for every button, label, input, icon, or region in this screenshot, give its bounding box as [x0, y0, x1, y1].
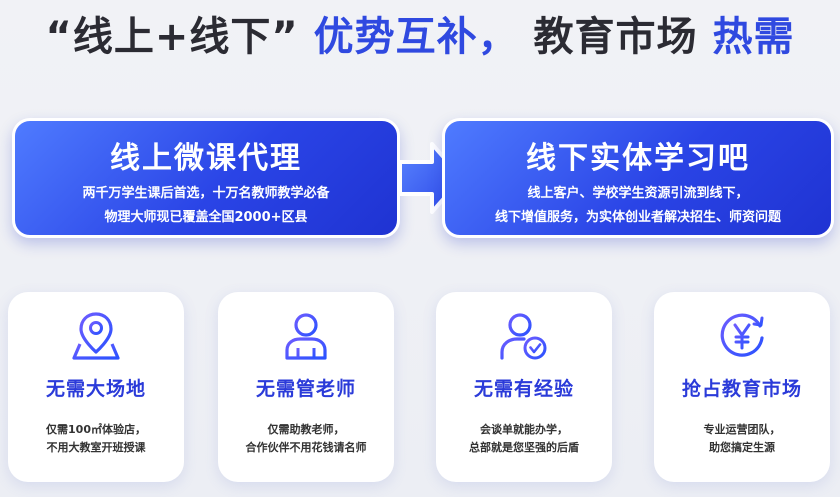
headline-part-advantages: 优势互补， — [313, 14, 519, 60]
card-desc-line-2: 助您搞定生源 — [709, 441, 775, 454]
card-description: 仅需助教老师， 合作伙伴不用花钱请名师 — [218, 421, 394, 457]
headline-part-market: 教育市场 — [533, 14, 698, 60]
person-check-icon — [500, 313, 547, 360]
card-title: 无需有经验 — [473, 378, 574, 400]
online-panel: 线上微课代理 两千万学生课后首选，十万名教师教学必备 物理大师现已覆盖全国200… — [12, 118, 400, 238]
card-description: 仅需100㎡体验店， 不用大教室开班授课 — [8, 421, 184, 457]
offline-panel-title: 线下实体学习吧 — [526, 141, 750, 176]
card-description: 专业运营团队， 助您搞定生源 — [654, 421, 830, 457]
online-panel-title: 线上微课代理 — [110, 141, 302, 176]
card-title: 抢占教育市场 — [681, 378, 802, 400]
card-no-experience: 无需有经验 会谈单就能办学， 总部就是您坚强的后盾 — [436, 292, 612, 482]
card-desc-line-1: 专业运营团队， — [703, 423, 781, 436]
card-desc-line-1: 会谈单就能办学， — [480, 423, 568, 436]
yuan-cycle-icon — [720, 313, 764, 357]
location-pin-icon — [72, 312, 120, 360]
headline-part-online-offline: “线上+线下” — [45, 14, 299, 60]
card-no-venue: 无需大场地 仅需100㎡体验店， 不用大教室开班授课 — [8, 292, 184, 482]
card-desc-line-1: 仅需助教老师， — [267, 423, 345, 436]
card-title: 无需管老师 — [255, 378, 356, 400]
card-seize-market: 抢占教育市场 专业运营团队， 助您搞定生源 — [654, 292, 830, 482]
teacher-person-icon — [285, 313, 327, 360]
card-title: 无需大场地 — [45, 378, 146, 400]
offline-panel: 线下实体学习吧 线上客户、学校学生资源引流到线下， 线下增值服务，为实体创业者解… — [442, 118, 834, 238]
offline-panel-line-2: 线下增值服务，为实体创业者解决招生、师资问题 — [494, 210, 781, 225]
offline-panel-line-1: 线上客户、学校学生资源引流到线下， — [527, 186, 749, 201]
online-panel-line-1: 两千万学生课后首选，十万名教师教学必备 — [82, 186, 330, 201]
card-desc-line-2: 合作伙伴不用花钱请名师 — [245, 441, 367, 454]
online-panel-line-2: 物理大师现已覆盖全国2000+区县 — [104, 210, 308, 225]
card-description: 会谈单就能办学， 总部就是您坚强的后盾 — [436, 421, 612, 457]
card-no-teacher-management: 无需管老师 仅需助教老师， 合作伙伴不用花钱请名师 — [218, 292, 394, 482]
card-desc-line-2: 总部就是您坚强的后盾 — [469, 441, 579, 454]
card-desc-line-2: 不用大教室开班授课 — [46, 441, 146, 454]
card-desc-line-1: 仅需100㎡体验店， — [46, 423, 146, 436]
page-headline: “线上+线下” 优势互补， 教育市场 热需 — [0, 4, 840, 62]
headline-part-hot-demand: 热需 — [712, 14, 795, 60]
